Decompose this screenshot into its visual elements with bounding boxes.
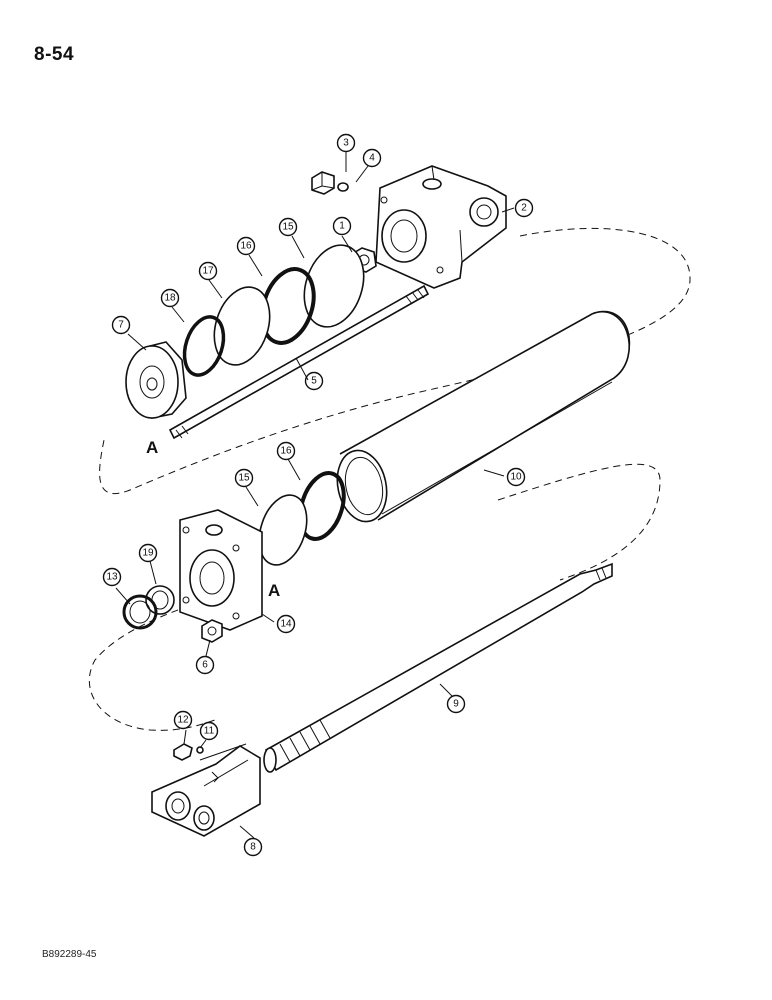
part-piston [125,341,187,419]
part-backup-ring-lower [258,494,308,566]
svg-text:10: 10 [510,472,522,483]
svg-text:6: 6 [202,660,208,671]
callout-16-upper: 16 [236,236,256,256]
callout-18: 18 [160,288,180,308]
svg-text:18: 18 [164,293,176,304]
svg-text:11: 11 [204,726,215,737]
svg-text:19: 19 [142,548,154,559]
part-setscrew [173,743,193,761]
callout-14: 14 [276,614,296,634]
svg-text:14: 14 [280,619,292,630]
svg-text:7: 7 [118,320,124,331]
callout-5: 5 [304,371,324,391]
callout-16-lower: 16 [276,441,296,461]
callout-3: 3 [336,133,356,153]
callout-15-lower: 15 [234,468,254,488]
part-piston-rod [263,562,613,773]
callout-10: 10 [506,467,526,487]
part-head-clevis [375,165,507,289]
part-cylinder-tube [336,311,630,523]
svg-text:5: 5 [311,376,317,387]
callout-1: 1 [332,216,352,236]
callout-8: 8 [243,837,263,857]
svg-text:13: 13 [106,572,118,583]
part-tie-rod [168,284,430,440]
part-o-ring-lower [298,471,346,541]
part-plug [311,171,335,195]
callout-7: 7 [111,315,131,335]
assembly-loop-upper [99,227,691,495]
callout-6: 6 [195,655,215,675]
svg-text:15: 15 [238,473,250,484]
callout-13: 13 [102,567,122,587]
callout-11: 11 [199,721,219,741]
svg-text:16: 16 [240,241,252,252]
document-code: B892289-45 [42,949,97,960]
part-piston-seal [182,315,226,377]
svg-text:16: 16 [280,446,292,457]
callout-2: 2 [514,198,534,218]
callout-4: 4 [362,148,382,168]
part-nut-lower [201,619,223,643]
part-rod-wiper [145,585,175,615]
svg-text:15: 15 [282,222,294,233]
svg-text:1: 1 [339,221,345,232]
reference-letter-a-head: A [268,581,280,600]
svg-text:3: 3 [343,138,349,149]
part-gland-head [179,509,263,631]
callout-9: 9 [446,694,466,714]
svg-text:9: 9 [453,699,459,710]
reference-letter-a-tie-rod: A [146,438,158,457]
part-rod-seal-inner [129,600,151,624]
page-number: 8-54 [34,44,75,65]
callout-12: 12 [173,710,193,730]
svg-text:12: 12 [177,715,189,726]
svg-text:4: 4 [369,153,375,164]
part-o-ring-small [337,182,349,192]
svg-text:17: 17 [202,266,214,277]
part-rod-clevis [151,743,261,837]
callout-19: 19 [138,543,158,563]
svg-text:2: 2 [521,203,527,214]
callout-15-upper: 15 [278,217,298,237]
svg-text:8: 8 [250,842,256,853]
callout-17: 17 [198,261,218,281]
leader-lines [115,152,515,839]
part-rod-seal [122,594,158,630]
part-check-ball [196,746,204,754]
